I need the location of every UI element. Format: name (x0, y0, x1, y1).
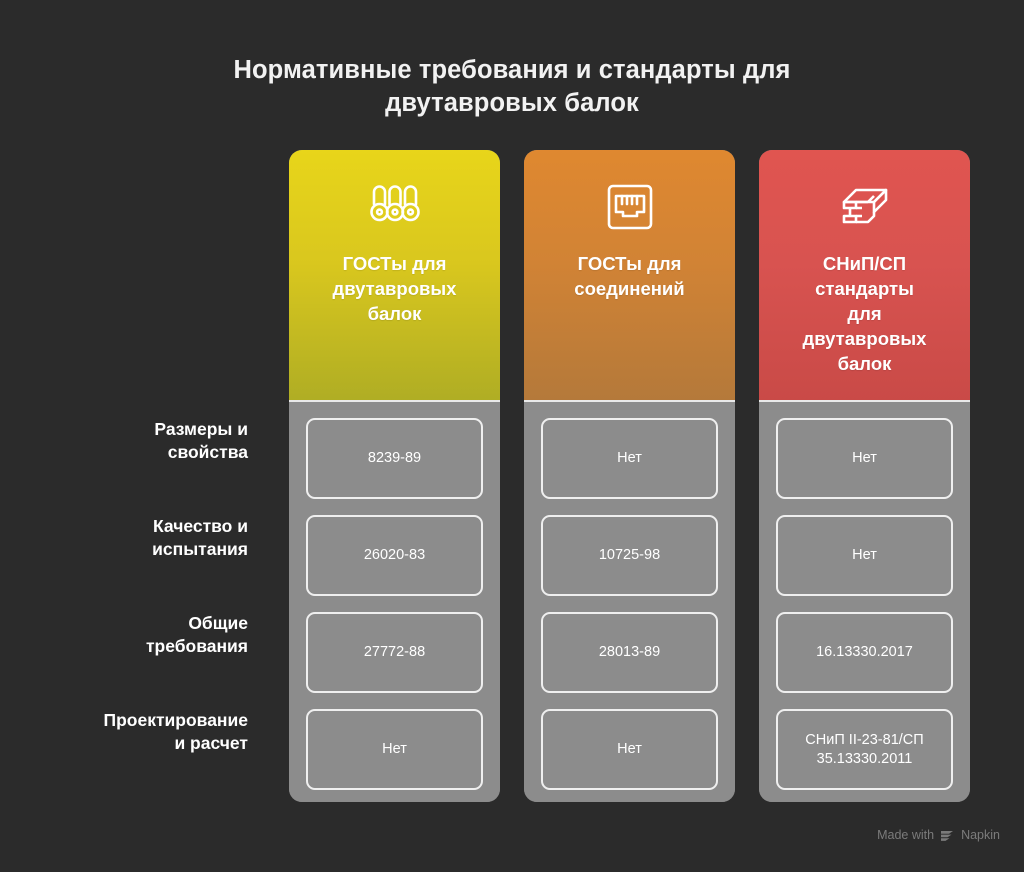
row-label-rail: Размеры и свойства Качество и испытания … (0, 402, 268, 802)
column-title-gost-connections: ГОСТы для соединений (574, 253, 685, 299)
column-title-snip-sp: СНиП/СП стандарты для двутавровых балок (802, 253, 927, 374)
steel-beam-3d-icon (834, 176, 896, 238)
column-title-gost-beams: ГОСТы для двутавровых балок (332, 253, 457, 324)
column-header-gost-beams: ГОСТы для двутавровых балок (289, 150, 500, 402)
column-body-snip-sp: Нет Нет 16.13330.2017 СНиП II-23-81/СП 3… (759, 402, 970, 802)
page-title: Нормативные требования и стандарты для д… (0, 54, 1024, 120)
column-snip-sp[interactable]: СНиП/СП стандарты для двутавровых балок … (759, 150, 970, 802)
table-cell[interactable]: Нет (776, 515, 953, 596)
table-cell[interactable]: 27772-88 (306, 612, 483, 693)
comparison-matrix: Размеры и свойства Качество и испытания … (0, 150, 1024, 802)
napkin-logo-icon (941, 830, 954, 841)
page-title-line-2: двутавровых балок (385, 89, 639, 118)
row-label-dimensions: Размеры и свойства (154, 419, 248, 463)
row-label-general: Общие требования (145, 613, 248, 657)
column-gost-connections[interactable]: ГОСТы для соединений Нет 10725-98 28013-… (524, 150, 735, 802)
column-body-gost-connections: Нет 10725-98 28013-89 Нет (524, 402, 735, 802)
page-title-line-1: Нормативные требования и стандарты для (233, 56, 791, 84)
table-cell[interactable]: 8239-89 (306, 418, 483, 499)
column-header-gost-connections: ГОСТы для соединений (524, 150, 735, 402)
row-label-design: Проектирование и расчет (103, 710, 248, 754)
watermark-brand: Napkin (961, 828, 1000, 842)
connector-port-icon (599, 176, 661, 238)
column-gost-beams[interactable]: ГОСТы для двутавровых балок 8239-89 2602… (289, 150, 500, 802)
table-cell[interactable]: 28013-89 (541, 612, 718, 693)
column-body-gost-beams: 8239-89 26020-83 27772-88 Нет (289, 402, 500, 802)
i-beam-rolls-icon (364, 176, 426, 238)
table-cell[interactable]: СНиП II-23-81/СП 35.13330.2011 (776, 709, 953, 790)
table-cell[interactable]: Нет (541, 418, 718, 499)
table-cell[interactable]: Нет (776, 418, 953, 499)
column-header-snip-sp: СНиП/СП стандарты для двутавровых балок (759, 150, 970, 402)
table-cell[interactable]: Нет (306, 709, 483, 790)
watermark-prefix: Made with (877, 828, 935, 842)
table-cell[interactable]: 10725-98 (541, 515, 718, 596)
table-cell[interactable]: 16.13330.2017 (776, 612, 953, 693)
table-cell[interactable]: 26020-83 (306, 515, 483, 596)
table-cell[interactable]: Нет (541, 709, 718, 790)
row-label-quality: Качество и испытания (152, 516, 248, 560)
watermark: Made with Napkin (877, 828, 1000, 842)
